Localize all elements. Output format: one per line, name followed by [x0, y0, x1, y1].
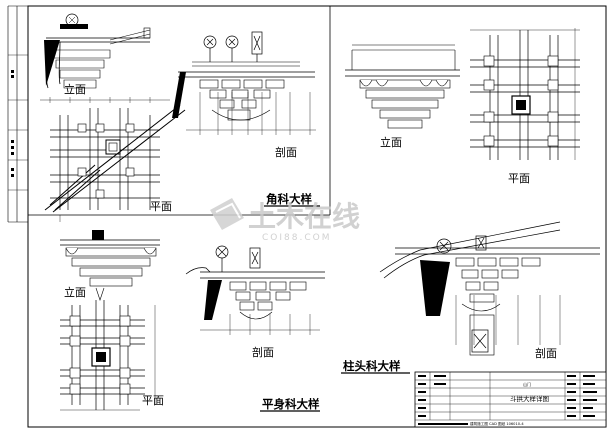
watermark-logo: 土木在线 COI88.COM — [210, 198, 360, 243]
pillar-plan-label: 平面 — [508, 172, 530, 185]
flat-elevation-drawing — [60, 230, 160, 301]
svg-text:角科大样: 角科大样 — [266, 192, 312, 206]
flat-plan-label: 平面 — [142, 394, 164, 407]
corner-elevation-dimensions — [40, 97, 170, 103]
corner-elevation-drawing — [44, 13, 151, 89]
corner-plan-drawing — [44, 104, 186, 213]
svg-text:COI88.COM: COI88.COM — [262, 233, 331, 243]
title-block — [414, 371, 607, 428]
pillar-title: 柱头科大样 — [341, 359, 410, 374]
corner-plan-label: 平面 — [150, 200, 172, 213]
pillar-elevation-drawing — [345, 44, 460, 129]
title-block-drawing-title: 斗拱大样详图 — [510, 394, 549, 403]
binding-strip — [7, 5, 28, 223]
pillar-section-drawing — [379, 221, 600, 356]
title-block-project: 山门 — [523, 381, 531, 387]
pillar-section-label: 剖面 — [535, 346, 557, 360]
svg-text:土木在线: 土木在线 — [248, 200, 360, 233]
corner-section-label: 剖面 — [275, 145, 297, 159]
flat-elevation-label: 立面 — [64, 285, 86, 299]
corner-section-drawing — [172, 31, 316, 135]
svg-text:平身科大样: 平身科大样 — [262, 397, 320, 411]
flat-section-label: 剖面 — [252, 345, 274, 359]
corner-title: 角科大样 — [264, 192, 320, 207]
sheet-border — [27, 5, 607, 428]
title-block-footer: 建筑施工图 CAD 图纸 106010-4 — [470, 421, 524, 426]
pillar-elevation-label: 立面 — [380, 135, 402, 149]
flat-plan-drawing — [60, 300, 156, 411]
svg-text:柱头科大样: 柱头科大样 — [343, 359, 401, 373]
corner-elevation-label: 立面 — [64, 82, 86, 96]
pillar-plan-drawing — [470, 28, 580, 160]
flat-title: 平身科大样 — [260, 397, 320, 412]
flat-section-drawing — [185, 245, 325, 335]
